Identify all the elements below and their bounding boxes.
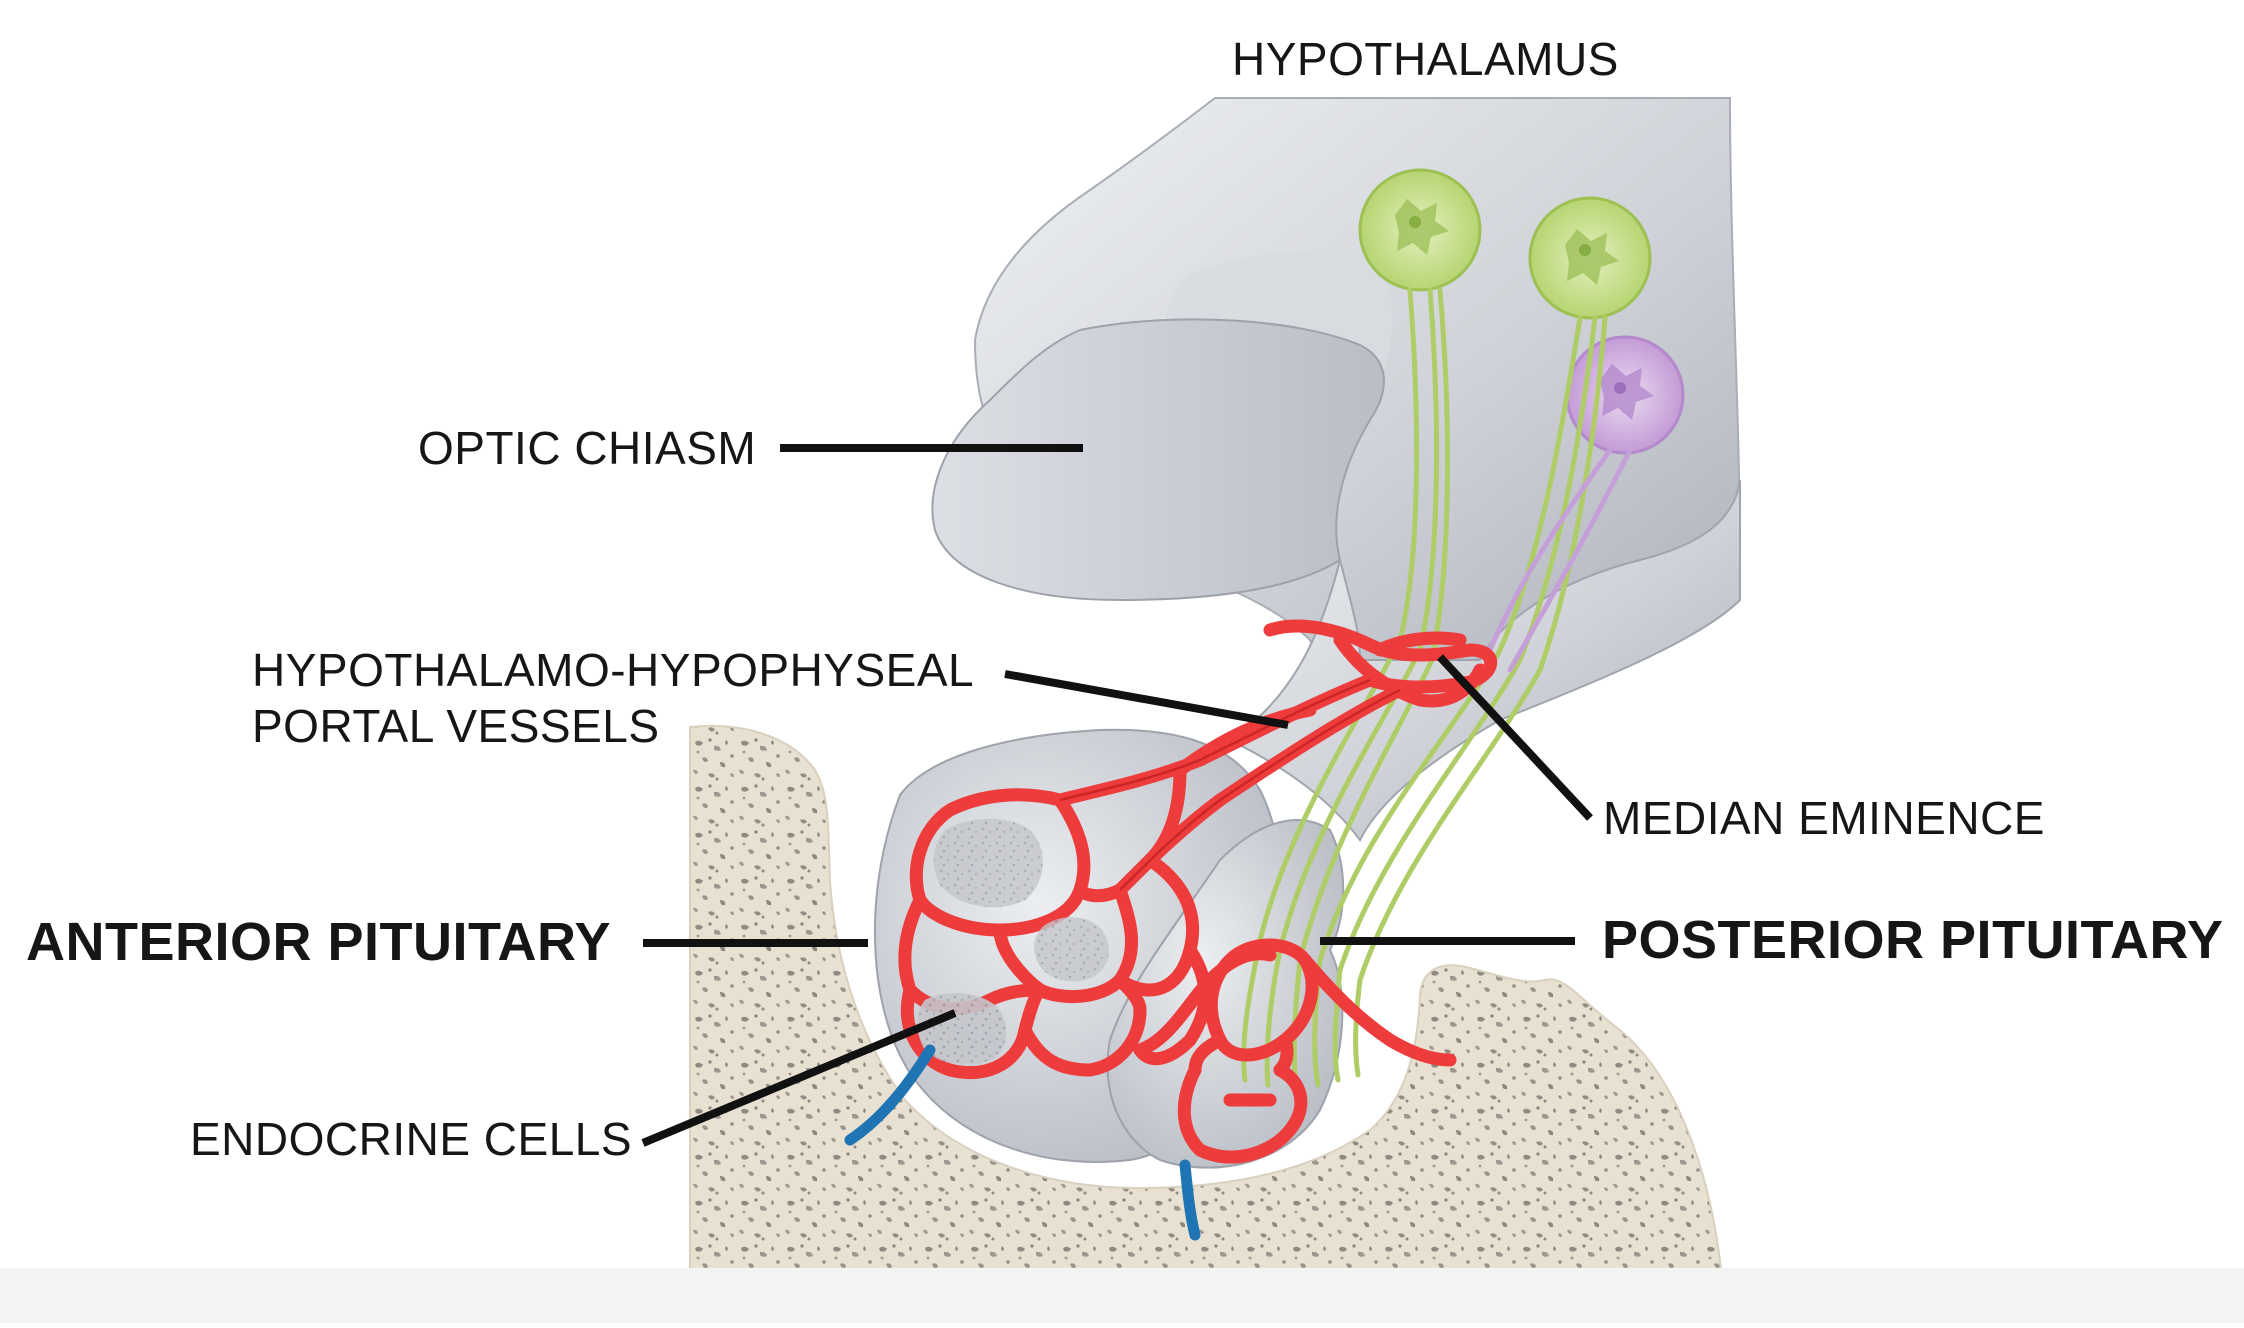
green-neuron-cluster-1 xyxy=(1358,168,1482,292)
label-endocrine-cells: ENDOCRINE CELLS xyxy=(190,1113,633,1165)
leader-portal-vessels xyxy=(1004,670,1289,729)
label-hypothalamus: HYPOTHALAMUS xyxy=(1232,33,1619,85)
green-neuron-cluster-2 xyxy=(1528,196,1652,320)
bottom-bar xyxy=(0,1268,2244,1323)
leader-lines xyxy=(641,444,1593,1147)
leader-endocrine-cells xyxy=(641,1009,957,1147)
label-optic-chiasm: OPTIC CHIASM xyxy=(418,422,757,474)
vein-right xyxy=(1179,1159,1201,1241)
purple-axons xyxy=(1487,447,1633,673)
optic-chiasm-shape xyxy=(931,318,1385,602)
label-portal-vessels-line2: PORTAL VESSELS xyxy=(252,700,660,752)
posterior-pituitary-gland xyxy=(1106,819,1345,1169)
leader-median-eminence xyxy=(1437,654,1593,821)
sella-turcica-bone xyxy=(689,724,1724,1279)
label-posterior-pituitary: POSTERIOR PITUITARY xyxy=(1602,910,2224,970)
vein-left xyxy=(844,1044,936,1146)
label-median-eminence: MEDIAN EMINENCE xyxy=(1603,792,2045,844)
endocrine-cell-patch xyxy=(917,993,1007,1065)
label-portal-vessels-line1: HYPOTHALAMO-HYPOPHYSEAL xyxy=(252,644,975,696)
label-anterior-pituitary: ANTERIOR PITUITARY xyxy=(26,912,611,972)
